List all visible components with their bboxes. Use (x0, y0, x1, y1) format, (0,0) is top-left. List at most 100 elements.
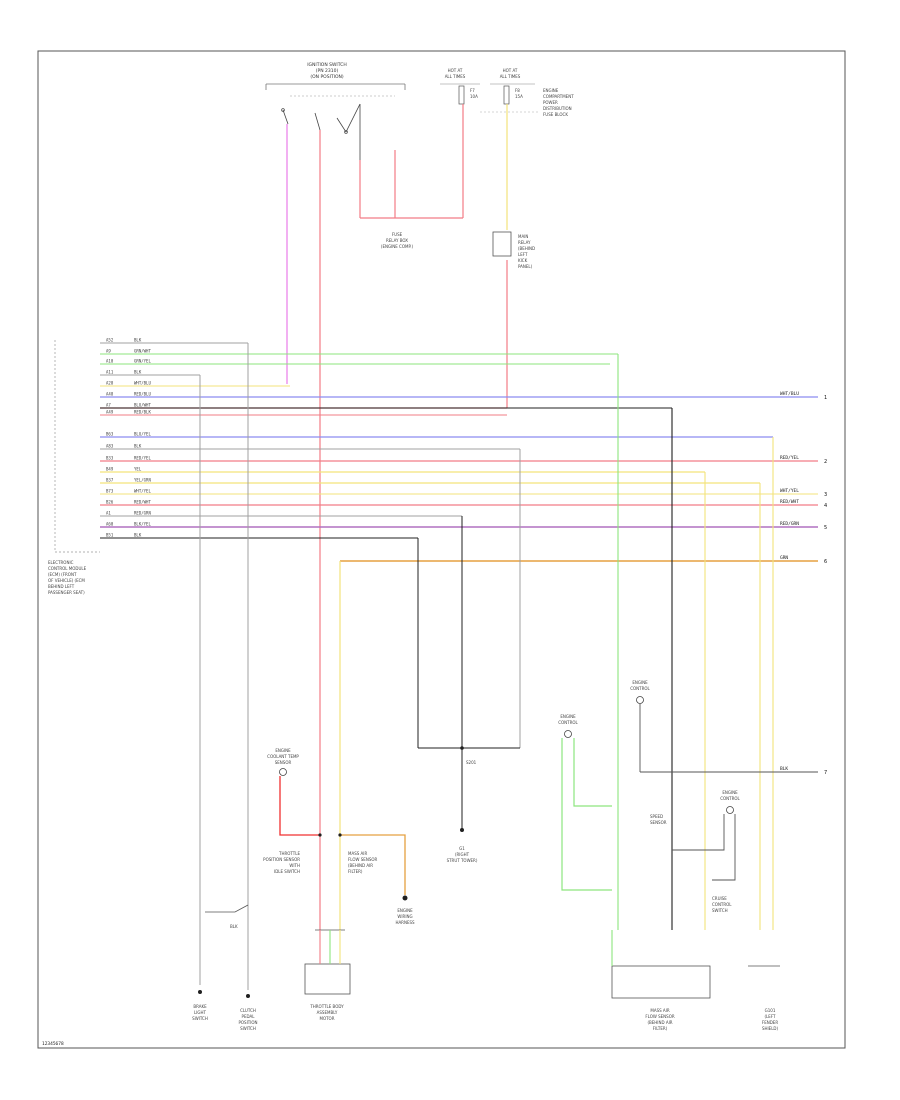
sensor-right-c-1: CONTROL (720, 796, 740, 801)
ignition-switch: IGNITION SWITCH (PN 2310) (ON POSITION) (265, 62, 406, 160)
main-relay: MAIN RELAY (BEHIND LEFT KICK PANEL) (492, 231, 535, 269)
relay-label-4: KICK (518, 258, 528, 263)
right-end-code: RED/GRN (780, 521, 799, 527)
sensor-left: ENGINE COOLANT TEMP SENSOR (267, 748, 406, 895)
throttle-body-1: ASSEMBLY (317, 1010, 338, 1015)
wire-code: RED/YEL (134, 456, 151, 461)
mass-air-3: FILTER) (348, 869, 363, 874)
wire-code: RED/BLK (134, 410, 151, 415)
module-box: MASS AIR FLOW SENSOR (BEHIND AIR FILTER) (611, 930, 711, 1031)
throttle-body: THROTTLE BODY ASSEMBLY MOTOR (304, 929, 351, 1021)
right-end-index: 4 (824, 503, 827, 509)
right-end-labels: WHT/BLU1RED/YEL2WHT/YEL3RED/WHT4RED/GRN5… (780, 391, 827, 776)
right-end-index: 5 (824, 525, 827, 531)
ecu-pin: A28 (106, 381, 114, 386)
ground-g2: G101 (LEFT FENDER SHIELD) (748, 965, 780, 1031)
cruise-2: SWITCH (712, 908, 728, 913)
ground-g2-2: FENDER (762, 1020, 778, 1025)
sensor-left-1: COOLANT TEMP (267, 754, 299, 759)
ecu-label-1: CONTROL MODULE (48, 566, 87, 571)
splice-label: S201 (466, 760, 477, 765)
throttle-body-2: MOTOR (320, 1016, 335, 1021)
harness-wires (100, 342, 818, 930)
wire-code: BLU/WHT (134, 403, 151, 408)
fuse-relay-box: FUSE RELAY BOX (ENGINE COMP.) (381, 232, 414, 249)
fuse-block-label-2: (ENGINE COMP.) (381, 244, 414, 249)
fuse-top-right-label-1: ALL TIMES (500, 74, 521, 79)
ignition-switch-label-1: (PN 2310) (316, 68, 339, 74)
relay-label-5: PANEL) (518, 264, 533, 269)
ecu-label-5: PASSENGER SEAT) (48, 590, 85, 595)
relay-label-3: LEFT (518, 252, 528, 257)
clutch-1: PEDAL (242, 1014, 256, 1019)
wire-code: YEL (134, 467, 142, 472)
ecu-pin: B26 (106, 500, 114, 505)
brake-1: LIGHT (194, 1010, 207, 1015)
fuse-block-label-1: RELAY BOX (386, 238, 408, 243)
fuse-top-right-label-3: 15A (515, 94, 523, 99)
sensor-right-c: ENGINE CONTROL (672, 790, 741, 881)
right-end-index: 2 (824, 459, 827, 465)
sensor-center-0: ENGINE (397, 908, 413, 913)
fuse-top-right-label-2: F8 (515, 88, 520, 93)
ecu-pin: A7 (106, 403, 111, 408)
wire-code: BLK (134, 338, 142, 343)
ecu-pin: B73 (106, 489, 114, 494)
right-end-index: 7 (824, 770, 827, 776)
mass-air-1: FLOW SENSOR (348, 857, 378, 862)
wire-code: WHT/BLU (134, 381, 151, 386)
clutch-2: POSITION (238, 1020, 257, 1025)
right-end-index: 3 (824, 492, 827, 498)
wire-code: YEL/GRN (134, 478, 151, 483)
wire-code: BLK (134, 533, 142, 538)
speed-1: SENSOR (650, 820, 667, 825)
cruise-0: CRUISE (712, 896, 727, 901)
fuse-note-0: ENGINE (543, 88, 559, 93)
wire-code: WHT/YEL (134, 489, 151, 494)
ecu-label-2: (ECM) (FRONT (48, 572, 77, 577)
speed-0: SPEED (650, 814, 663, 819)
wire-code: GRN/WHT (134, 349, 151, 354)
throttle-1: POSITION SENSOR (263, 857, 300, 862)
sensor-center: ENGINE WIRING HARNESS (395, 895, 415, 925)
throttle-0: THROTTLE (278, 851, 300, 856)
clutch-0: CLUTCH (240, 1008, 256, 1013)
right-end-code: WHT/BLU (780, 391, 799, 397)
sensor-right-b: ENGINE CONTROL (630, 680, 818, 773)
right-end-index: 6 (824, 559, 827, 565)
throttle-2: WITH (289, 863, 300, 868)
right-end-index: 1 (824, 395, 827, 401)
sensor-center-2: HARNESS (395, 920, 415, 925)
sensor-right-a-0: ENGINE (560, 714, 576, 719)
ecu-pin: B63 (106, 432, 114, 437)
ecu-pin: A10 (106, 359, 114, 364)
sensor-right-c-0: ENGINE (722, 790, 738, 795)
right-end-code: RED/YEL (780, 455, 799, 461)
wire-code: RED/GRN (134, 511, 151, 516)
ground-g2-1: (LEFT (765, 1014, 777, 1019)
fuse-note-1: COMPARTMENT (543, 94, 574, 99)
ignition-switch-label-0: IGNITION SWITCH (307, 62, 347, 68)
fuse-block-label-0: FUSE (392, 232, 403, 237)
ecu-pin: B49 (106, 467, 114, 472)
ground-g1-1: (RIGHT (455, 852, 470, 857)
ecu-pin: B37 (106, 478, 114, 483)
sensor-right-a: ENGINE CONTROL (558, 714, 612, 891)
sensor-right-a-1: CONTROL (558, 720, 578, 725)
wire-code: RED/BLU (134, 392, 151, 397)
speed-sensor: SPEED SENSOR (650, 814, 667, 825)
right-end-code: BLK (780, 766, 788, 772)
mass-air-2: (BEHIND AIR (348, 863, 373, 868)
ecu-label-4: BEHIND LEFT (48, 584, 75, 589)
brake-0: BRAKE (193, 1004, 207, 1009)
fuse-block-note: ENGINE COMPARTMENT POWER DISTRIBUTION FU… (543, 88, 574, 117)
ignition-wires (100, 104, 508, 930)
fuse-top-right-label-0: HOT AT (503, 68, 518, 73)
ground-g1-0: G1 (459, 846, 465, 851)
wire-code: BLK/YEL (134, 522, 151, 527)
diagram-code: 12345678 (42, 1041, 64, 1047)
ecu-pin: A11 (106, 370, 114, 375)
mass-air-0: MASS AIR (348, 851, 367, 856)
